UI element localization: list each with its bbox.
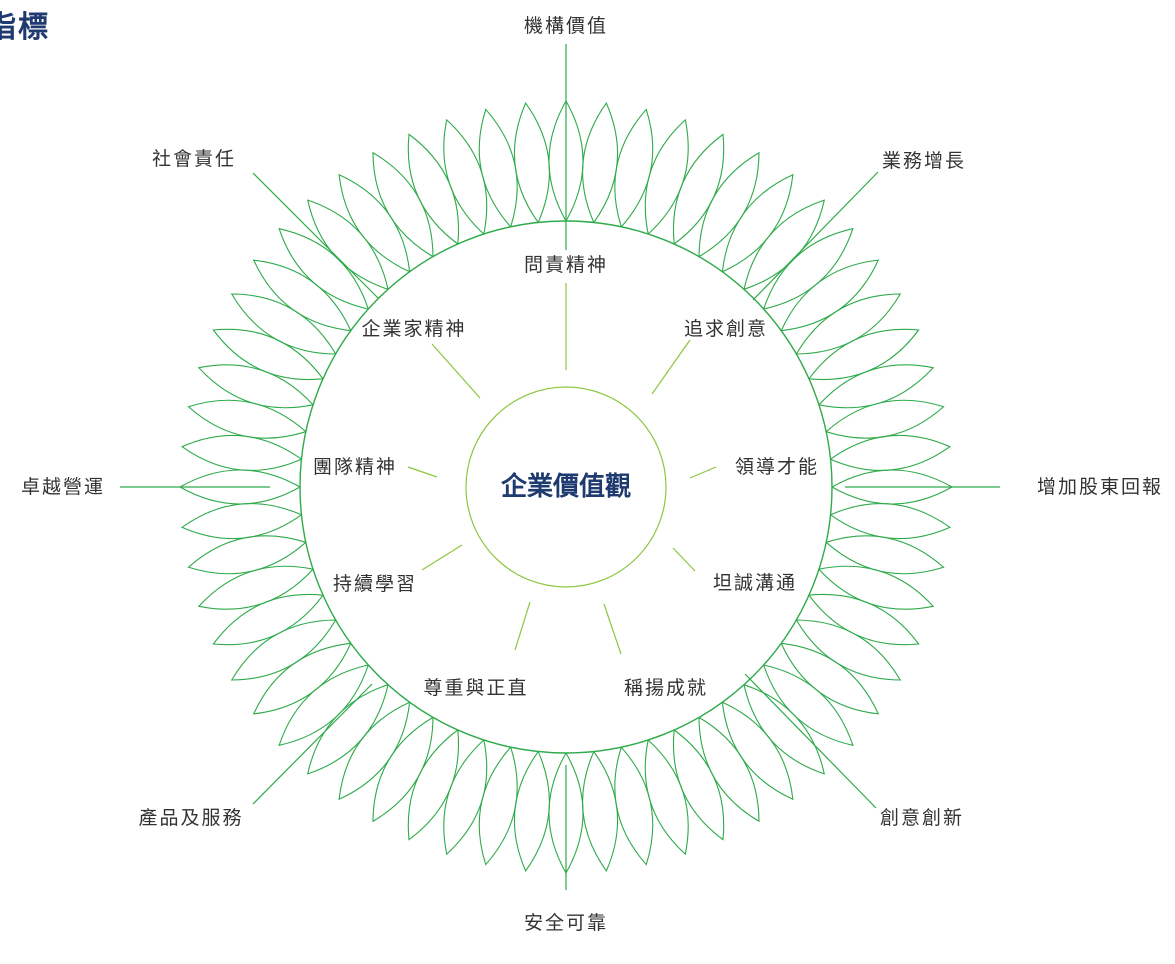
inner-label-leadership: 領導才能: [735, 456, 819, 478]
outer-petal: [659, 723, 739, 846]
outer-petal: [393, 127, 473, 250]
center-label: 企業價值觀: [501, 471, 631, 502]
outer-connector-line: [253, 173, 378, 298]
outer-label-innovation: 創意創新: [880, 807, 964, 829]
outer-label-products-services: 產品及服務: [138, 807, 243, 829]
outer-petal: [788, 279, 909, 368]
outer-label-safety: 安全可靠: [524, 912, 608, 934]
inner-label-accountability: 問責精神: [524, 254, 608, 276]
outer-petal: [684, 144, 773, 265]
inner-label-learning: 持續學習: [333, 573, 417, 595]
outer-label-operational-excellence: 卓越營運: [21, 476, 105, 498]
outer-petal: [431, 115, 500, 240]
outer-petal: [431, 735, 500, 860]
outer-petal: [802, 580, 925, 660]
inner-label-creativity: 追求創意: [684, 318, 768, 340]
outer-petal: [358, 144, 447, 265]
inner-label-recognition: 稱揚成就: [624, 677, 708, 699]
outer-petal: [684, 709, 773, 830]
outer-petal: [206, 314, 329, 394]
outer-label-institutional-value: 機構價值: [524, 15, 608, 37]
outer-petal: [358, 709, 447, 830]
outer-petal: [206, 580, 329, 660]
outer-petal: [194, 553, 319, 622]
outer-petal: [393, 723, 473, 846]
outer-petal: [659, 127, 739, 250]
outer-petal: [632, 735, 701, 860]
inner-label-communication: 坦誠溝通: [713, 572, 797, 594]
inner-label-entrepreneurship: 企業家精神: [361, 318, 466, 340]
outer-label-shareholder-return: 增加股東回報: [1037, 476, 1163, 498]
outer-connector-line: [253, 684, 372, 804]
inner-label-respect-integrity: 尊重與正直: [423, 677, 528, 699]
outer-label-business-growth: 業務增長: [882, 150, 966, 172]
outer-label-social-responsibility: 社會責任: [152, 148, 236, 170]
inner-label-teamwork: 團隊精神: [313, 456, 397, 478]
outer-petal: [632, 115, 701, 240]
outer-petal: [814, 553, 939, 622]
outer-petal: [788, 605, 909, 694]
outer-petal: [223, 279, 344, 368]
outer-connector-line: [753, 172, 878, 300]
outer-connector-line: [745, 674, 876, 808]
outer-petal: [802, 314, 925, 394]
outer-petal: [814, 352, 939, 421]
outer-petal: [223, 605, 344, 694]
outer-petal: [194, 352, 319, 421]
